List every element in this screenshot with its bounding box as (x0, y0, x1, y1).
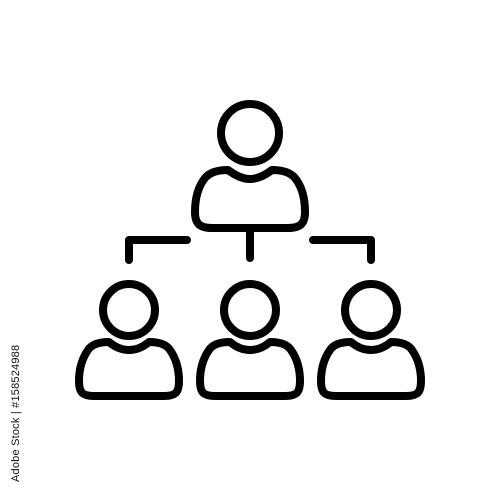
bottom-right-person-icon (317, 280, 425, 400)
hierarchy-connectors (125, 226, 375, 264)
left-connector (125, 236, 191, 264)
bottom-left-person-head (99, 280, 159, 340)
bottom-left-person-icon (75, 280, 183, 400)
bottom-center-person-head (220, 280, 280, 340)
top-person-head (217, 100, 283, 166)
right-connector (309, 236, 375, 264)
stock-id-label: Adobe Stock | #158524988 (10, 344, 22, 482)
bottom-left-person-body (75, 338, 183, 400)
bottom-center-person-body (196, 338, 304, 400)
top-person-icon (191, 100, 309, 232)
bottom-center-person-icon (196, 280, 304, 400)
top-person-body (191, 166, 309, 232)
bottom-right-person-head (341, 280, 401, 340)
bottom-right-person-body (317, 338, 425, 400)
